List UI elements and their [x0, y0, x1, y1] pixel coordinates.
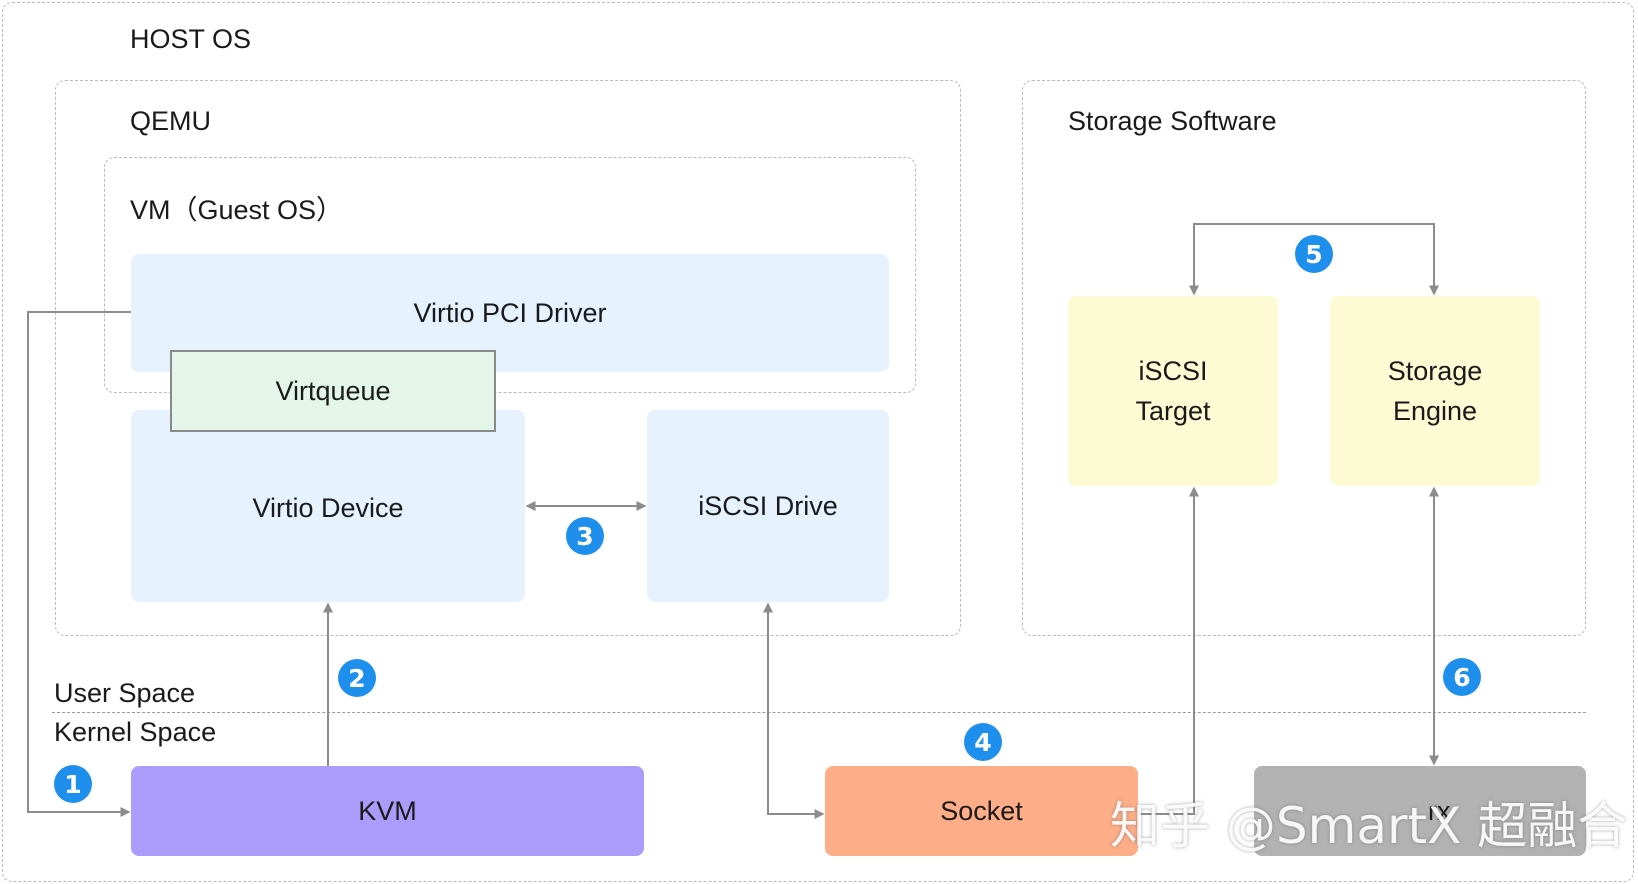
step1-arrow: [27, 311, 131, 817]
storage-engine-label-line2: Engine: [1392, 396, 1478, 426]
step4-arrow: [763, 602, 825, 819]
virtqueue-box: Virtqueue: [170, 350, 496, 432]
host-os-title: HOST OS: [130, 24, 252, 54]
storage-software-title: Storage Software: [1068, 106, 1277, 136]
virtio-device-box: Virtio Device: [131, 410, 525, 602]
kvm-box: KVM: [131, 766, 644, 856]
step-badge-1: 1: [54, 765, 92, 803]
step-badge-3: 3: [566, 517, 604, 555]
vm-title: VM（Guest OS）: [130, 195, 344, 225]
iscsi-target-box: iSCSI Target: [1068, 296, 1278, 486]
iscsi-target-label-line1: iSCSI: [1138, 356, 1208, 386]
storage-software-container: [1022, 80, 1586, 636]
step-badge-2: 2: [338, 659, 376, 697]
user-space-label: User Space: [54, 678, 196, 708]
step-badge-5: 5: [1295, 235, 1333, 273]
rx-label: rx: [1428, 795, 1451, 826]
iscsi-target-label-line2: Target: [1135, 396, 1211, 426]
rx-box: rx: [1254, 766, 1586, 856]
socket-box: Socket: [825, 766, 1138, 856]
watermark-text: 知乎 @SmartX 超融合: [1110, 797, 1628, 855]
kernel-space-label: Kernel Space: [54, 717, 217, 747]
step5-arrow: [1189, 223, 1439, 296]
step-badge-4: 4: [964, 723, 1002, 761]
iscsi-drive-box: iSCSI Drive: [647, 410, 889, 602]
vm-container: [104, 157, 916, 393]
qemu-title: QEMU: [130, 106, 211, 136]
storage-engine-label-line1: Storage: [1387, 356, 1483, 386]
step-badge-6: 6: [1443, 658, 1481, 696]
storage-engine-box: Storage Engine: [1330, 296, 1540, 486]
qemu-container: [55, 80, 961, 636]
socket-to-target-arrow: [1138, 486, 1199, 815]
